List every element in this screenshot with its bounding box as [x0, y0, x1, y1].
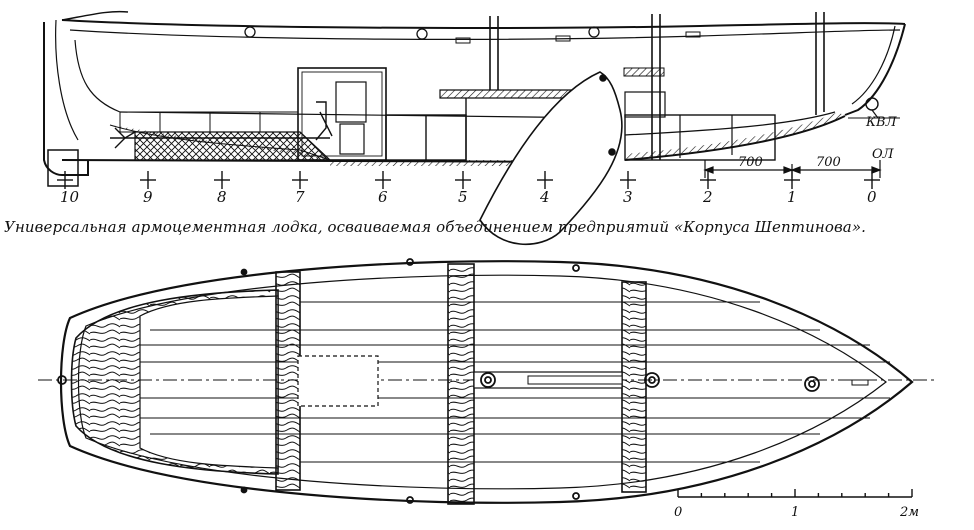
dimension-1-label: 700: [738, 155, 763, 170]
centreboard: [479, 71, 623, 246]
station-mark-10: [57, 171, 73, 189]
station-marks: [57, 171, 880, 189]
scale-label-1: 1: [791, 505, 799, 520]
scale-label-2: 2м: [899, 505, 919, 520]
station-mark-4: [537, 171, 553, 189]
waterline-label: КВЛ: [865, 115, 898, 130]
station-mark-5: [455, 171, 471, 189]
side-profile: [43, 10, 906, 187]
station-label-9: 9: [143, 188, 153, 206]
scale-label-0: 0: [674, 505, 682, 520]
baseline-label: ОЛ: [872, 147, 895, 162]
station-label-4: 4: [539, 188, 550, 206]
station-mark-3: [620, 171, 636, 189]
station-mark-9: [140, 171, 156, 189]
station-mark-0: [864, 171, 880, 189]
station-label-3: 3: [623, 188, 633, 206]
dimension-2-label: 700: [816, 155, 841, 170]
station-label-1: 1: [787, 188, 797, 206]
figure-caption: Универсальная армоцементная лодка, осваи…: [4, 218, 866, 236]
dimension-line: [703, 160, 882, 178]
station-label-5: 5: [458, 188, 468, 206]
station-label-10: 10: [60, 188, 80, 206]
station-label-0: 0: [867, 188, 877, 206]
station-mark-8: [214, 171, 230, 189]
plan-view: [38, 258, 935, 505]
station-label-8: 8: [217, 188, 227, 206]
station-mark-2: [700, 171, 716, 189]
station-label-6: 6: [378, 188, 388, 206]
station-label-2: 2: [702, 188, 713, 206]
station-label-7: 7: [295, 188, 305, 206]
station-mark-7: [292, 171, 308, 189]
station-mark-6: [375, 171, 391, 189]
scale-bar: [677, 489, 913, 498]
